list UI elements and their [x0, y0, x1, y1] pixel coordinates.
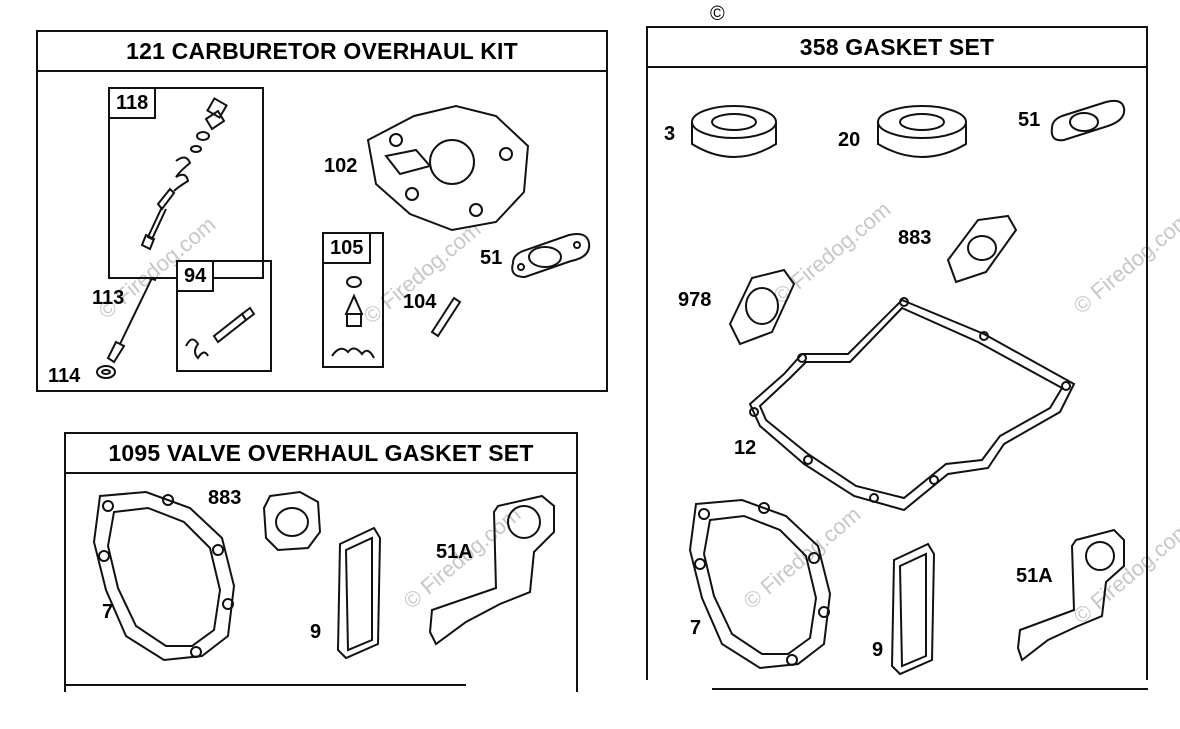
part-label: 51 [480, 247, 503, 269]
intake-gasket-51 [1050, 99, 1126, 142]
breather-gasket-51a [428, 494, 555, 646]
subkit-94-box: 94 [176, 260, 272, 372]
part-label: 883 [208, 487, 242, 509]
copyright-symbol: © [710, 3, 725, 25]
exhaust-gasket-883 [262, 490, 322, 552]
pin-104 [430, 296, 462, 338]
carburetor-overhaul-kit-panel: 121 CARBURETOR OVERHAUL KIT 118 94 105 [36, 30, 608, 392]
bottom-rule [712, 688, 1148, 690]
exhaust-gasket-883 [946, 214, 1018, 284]
washer-114 [96, 365, 116, 379]
part-label: 7 [102, 601, 114, 623]
part-label: 51 [1018, 109, 1041, 131]
bottom-rule [64, 684, 466, 686]
part-label: 51A [1016, 565, 1053, 587]
subkit-105-box: 105 [322, 232, 384, 368]
oil-seal-3 [691, 105, 777, 158]
valve-overhaul-gasket-set-panel: 1095 VALVE OVERHAUL GASKET SET 883 7 9 5… [64, 432, 578, 692]
intake-gasket-51 [511, 233, 591, 279]
part-label: 9 [872, 639, 884, 661]
part-label: 102 [324, 155, 358, 177]
part-label: 883 [898, 227, 932, 249]
crankcase-gasket-12 [748, 297, 1076, 512]
subkit-label: 105 [322, 232, 372, 264]
part-label: 9 [310, 621, 322, 643]
part-label: 20 [838, 129, 861, 151]
carburetor-needle-part [140, 97, 228, 251]
inlet-needle-part [331, 276, 375, 359]
idle-screw-part [185, 306, 256, 360]
part-label: 113 [92, 287, 125, 309]
head-gasket-7 [92, 490, 236, 662]
subkit-label: 94 [176, 260, 215, 292]
subkit-label: 118 [108, 87, 157, 119]
breather-gasket-51a [1016, 528, 1125, 662]
head-gasket-7 [688, 498, 832, 670]
valve-cover-gasket-9 [890, 542, 936, 676]
gasket-978 [728, 268, 796, 346]
oil-seal-20 [877, 105, 967, 158]
carburetor-gasket-102 [366, 104, 530, 232]
part-label: 104 [403, 291, 437, 313]
subkit-118-box: 118 [108, 87, 264, 279]
panel-title: 1095 VALVE OVERHAUL GASKET SET [66, 434, 576, 474]
part-label: 114 [48, 365, 81, 387]
part-label: 51A [436, 541, 473, 563]
screw-113 [106, 277, 157, 364]
part-label: 978 [678, 289, 712, 311]
valve-cover-gasket-9 [336, 526, 382, 660]
panel-title: 121 CARBURETOR OVERHAUL KIT [38, 32, 606, 72]
part-label: 7 [690, 617, 702, 639]
part-label: 3 [664, 123, 676, 145]
panel-title: 358 GASKET SET [648, 28, 1146, 68]
gasket-set-panel: 358 GASKET SET 3 [646, 26, 1148, 680]
part-label: 12 [734, 437, 757, 459]
